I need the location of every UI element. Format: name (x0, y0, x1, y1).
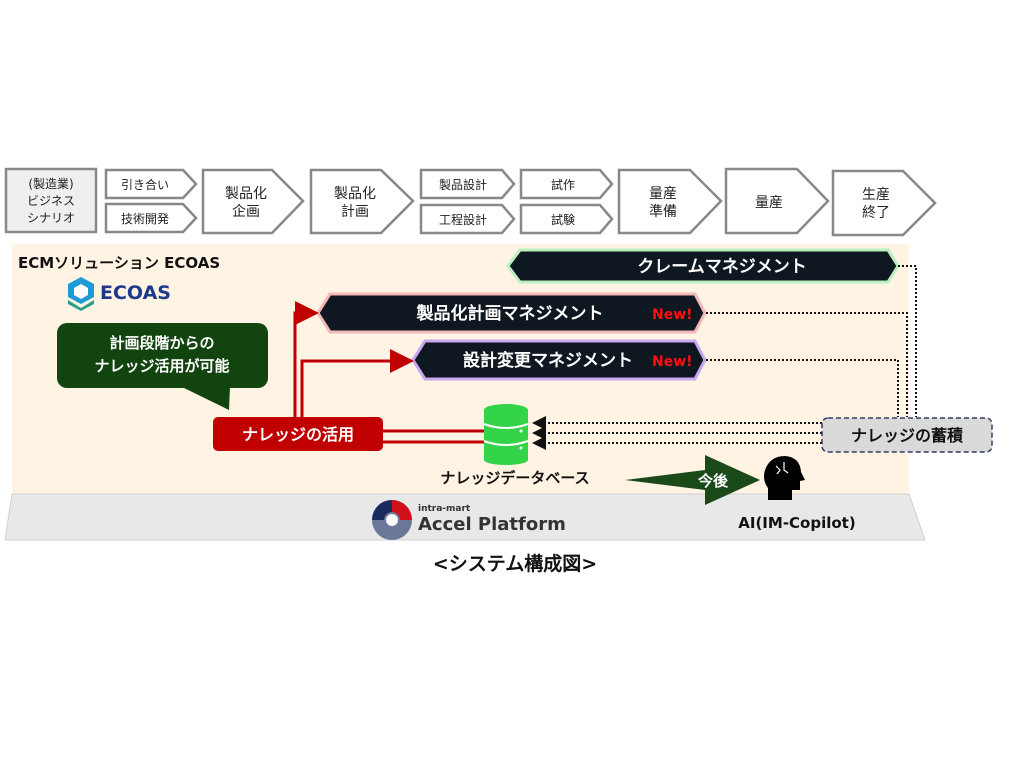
step-label: 試作 (551, 177, 575, 192)
step-label: 企画 (232, 203, 260, 220)
knowledge-use-box (213, 417, 383, 451)
step-label: 技術開発 (121, 212, 169, 226)
step-label: 試験 (551, 212, 575, 227)
ai-head-icon (764, 456, 805, 500)
ecm-title: ECMソリューション ECOAS (18, 254, 220, 272)
diagram-caption: <システム構成図> (433, 552, 597, 575)
db-link-lines (383, 429, 484, 444)
scenario-line: ビジネス (27, 194, 75, 208)
svg-text:intra-mart: intra-mart (418, 504, 471, 514)
step-end-of-production (831, 169, 937, 237)
step-test (519, 203, 614, 235)
step-label: 生産 (862, 187, 890, 203)
ai-label: AI(IM-Copilot) (738, 514, 855, 532)
new-badge: New! (652, 307, 693, 323)
step-label: 終了 (862, 205, 890, 221)
scenario-line: シナリオ (27, 211, 75, 225)
step-tech-dev (104, 202, 198, 234)
knowledge-accumulation-label: ナレッジの蓄積 (851, 426, 964, 445)
claim-management-label: クレームマネジメント (637, 257, 807, 277)
database-icon (483, 404, 529, 465)
scenario-box (4, 167, 98, 234)
future-arrow (625, 455, 760, 505)
step-label: 製品化 (225, 186, 267, 202)
step-label: 準備 (649, 204, 677, 220)
ecoas-logo: ECOAS (68, 277, 171, 311)
callout: 計画段階からの ナレッジ活用が可能 (57, 323, 268, 410)
step-prototype (519, 168, 614, 200)
svg-text:計画段階からの: 計画段階からの (109, 334, 214, 352)
step-label: 量産 (649, 186, 677, 202)
accel-platform-logo: intra-mart Accel Platform (372, 500, 566, 540)
platform-band (4, 493, 926, 541)
knowledge-db-label: ナレッジデータベース (440, 469, 589, 487)
step-label: 計画 (341, 204, 369, 220)
product-plan-management-label: 製品化計画マネジメント (416, 303, 604, 324)
arrow-to-product-plan (293, 301, 319, 417)
step-process-design (419, 203, 516, 235)
process-flow: (製造業) ビジネス シナリオ 引き合い 技術開発 製品化 企画 製品化 計画 … (4, 167, 937, 237)
step-label: 量産 (755, 195, 783, 211)
knowledge-use-label: ナレッジの活用 (242, 425, 354, 444)
knowledge-flow-lines (532, 265, 917, 450)
future-label: 今後 (697, 472, 729, 490)
step-mass-production (724, 167, 830, 235)
step-label: 引き合い (121, 177, 169, 192)
svg-text:Accel Platform: Accel Platform (418, 514, 566, 535)
step-product-design (419, 168, 516, 200)
step-label: 工程設計 (439, 212, 487, 227)
svg-text:ECOAS: ECOAS (100, 282, 171, 304)
claim-management-bar (506, 248, 900, 284)
knowledge-accumulation-box (821, 417, 993, 453)
step-mass-prep (617, 168, 723, 235)
step-product-planning (201, 168, 305, 235)
step-inquiry (104, 168, 198, 200)
step-product-plan (309, 168, 415, 235)
new-badge: New! (652, 354, 693, 370)
arrow-to-design-change (300, 349, 414, 417)
step-label: 製品化 (334, 186, 376, 202)
design-change-management-label: 設計変更マネジメント (463, 350, 633, 371)
step-label: 製品設計 (439, 177, 487, 192)
scenario-line: (製造業) (28, 177, 73, 191)
svg-text:ナレッジ活用が可能: ナレッジ活用が可能 (94, 357, 229, 375)
